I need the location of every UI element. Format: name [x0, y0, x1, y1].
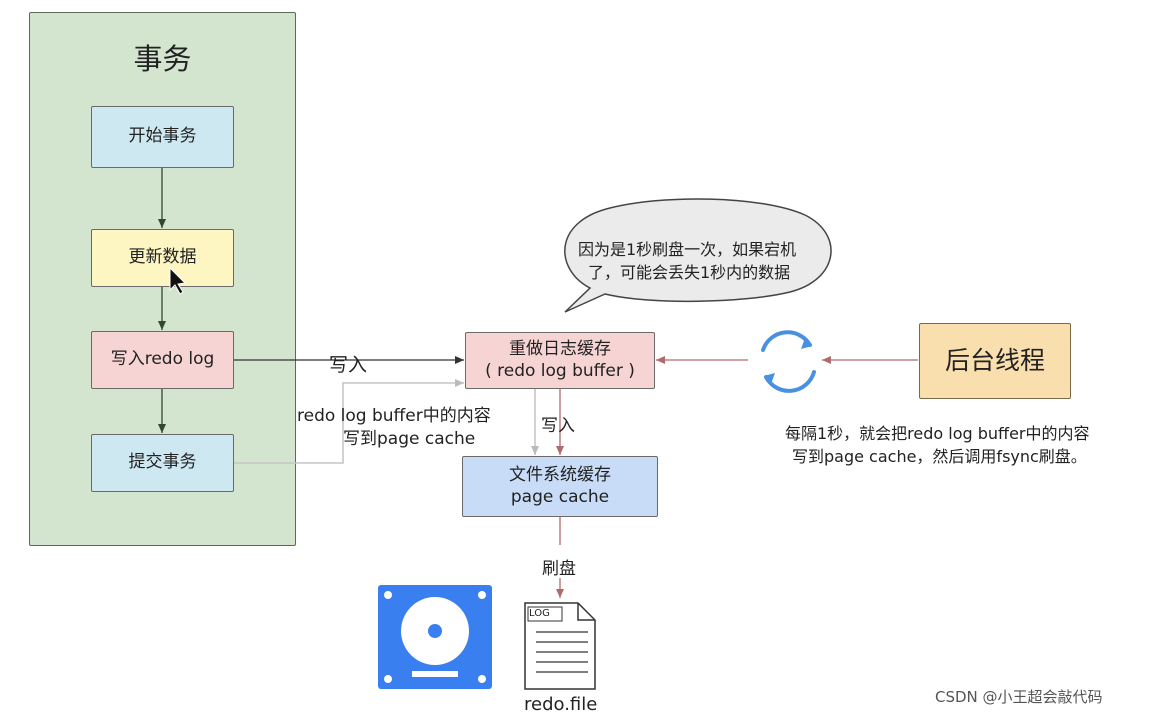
redo-log-buffer-title: 重做日志缓存 — [509, 339, 611, 360]
thread-note-line1: 每隔1秒，就会把redo log buffer中的内容 — [785, 424, 1090, 443]
sync-icon — [761, 330, 816, 393]
buffer-to-cache-note-line1: redo log buffer中的内容 — [297, 406, 491, 426]
redo-file-label: redo.file — [524, 694, 598, 715]
cursor-icon — [169, 266, 187, 295]
disk-icon — [378, 585, 492, 689]
speech-bubble-line1: 因为是1秒刷盘一次，如果宕机 — [578, 240, 797, 259]
write-in-down-label: 写入 — [541, 416, 575, 436]
update-data-box: 更新数据 — [91, 229, 234, 287]
thread-note-line2: 写到page cache，然后调用fsync刷盘。 — [792, 447, 1087, 466]
speech-bubble-line2: 了，可能会丢失1秒内的数据 — [588, 263, 791, 282]
redo-log-buffer-subtitle: ( redo log buffer ) — [485, 360, 635, 381]
arrow-commit-to-buffer — [234, 379, 464, 464]
speech-bubble — [564, 198, 832, 313]
background-thread-box: 后台线程 — [919, 323, 1071, 399]
redo-log-buffer-box: 重做日志缓存 ( redo log buffer ) — [465, 332, 655, 389]
log-file-tag: LOG — [529, 608, 550, 619]
watermark: CSDN @小王超会敲代码 — [935, 688, 1103, 706]
page-cache-title: 文件系统缓存 — [509, 465, 611, 486]
log-file-icon — [522, 600, 598, 692]
page-cache-box: 文件系统缓存 page cache — [462, 456, 658, 517]
write-in-label: 写入 — [329, 354, 368, 376]
flush-label: 刷盘 — [542, 559, 576, 579]
transaction-panel-title: 事务 — [133, 42, 192, 76]
write-redo-log-box: 写入redo log — [91, 331, 234, 389]
commit-transaction-box: 提交事务 — [91, 434, 234, 492]
buffer-to-cache-note-line2: 写到page cache — [343, 429, 476, 449]
start-transaction-box: 开始事务 — [91, 106, 234, 168]
page-cache-subtitle: page cache — [510, 486, 610, 507]
